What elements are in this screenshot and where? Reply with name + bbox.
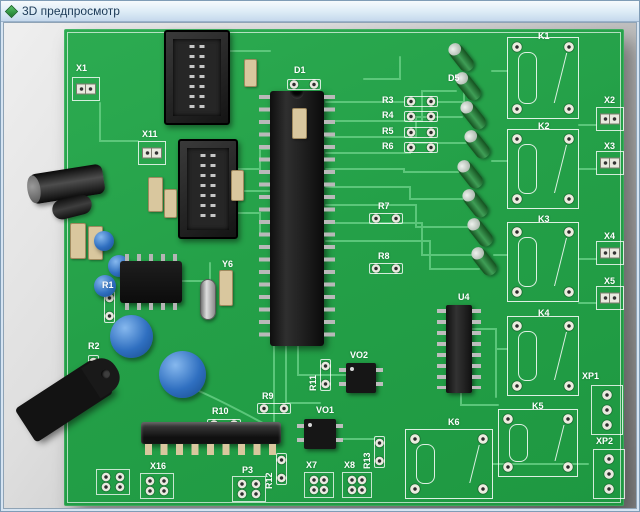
relay-footprint-k4 <box>507 316 579 396</box>
relay-footprint-k1 <box>507 37 579 119</box>
connector-footprint-x4 <box>596 241 624 265</box>
idc-header-bottom <box>178 139 238 239</box>
resistor-network-pins <box>145 444 277 455</box>
connector-footprint-x1 <box>72 77 100 101</box>
ceramic-capacitor <box>148 177 163 212</box>
connector-footprint-x5 <box>596 286 624 310</box>
pin1-dot <box>350 367 354 371</box>
resistor-footprint-r12 <box>276 453 287 485</box>
resistor-footprint-r3 <box>404 96 438 107</box>
optocoupler-vo2 <box>339 363 383 393</box>
ic-pins-right <box>324 95 335 342</box>
3d-preview-icon <box>4 4 19 18</box>
resistor-footprint-r7 <box>369 213 403 224</box>
crystal-y6 <box>200 279 216 320</box>
regulator-ic <box>120 254 182 310</box>
idc-pins <box>200 154 216 224</box>
relay-footprint-k6 <box>405 429 493 499</box>
resistor-network <box>141 422 281 455</box>
blue-capacitor <box>94 231 114 251</box>
ceramic-capacitor <box>70 223 86 259</box>
ceramic-capacitor <box>219 270 233 306</box>
connector-footprint-x2 <box>596 107 624 131</box>
connector-footprint-xp2 <box>593 449 625 499</box>
idc-header-top <box>164 30 230 125</box>
window-title: 3D предпросмотр <box>22 4 120 18</box>
relay-footprint-k2 <box>507 129 579 209</box>
ceramic-capacitor <box>231 170 244 201</box>
resistor-footprint-r8 <box>369 263 403 274</box>
connector-footprint-p3 <box>232 476 266 502</box>
resistor-footprint-r5 <box>404 127 438 138</box>
pin1-dot <box>308 423 312 427</box>
ic-pins-left <box>259 95 270 342</box>
blue-capacitor-large <box>159 351 206 398</box>
connector-footprint-x11 <box>138 141 166 165</box>
diode-footprint-d1 <box>287 79 321 90</box>
resistor-footprint-r13 <box>374 436 385 468</box>
ceramic-capacitor <box>292 108 307 139</box>
connector-footprint-xp1 <box>591 385 623 435</box>
idc-pins <box>189 44 205 111</box>
blue-capacitor-large <box>110 315 153 358</box>
ic-notch <box>290 91 304 99</box>
ceramic-capacitor <box>164 189 177 218</box>
blue-capacitor <box>94 275 116 297</box>
connector-footprint-x8 <box>342 472 372 498</box>
resistor-footprint-r4 <box>404 111 438 122</box>
connector-footprint-x7 <box>304 472 334 498</box>
connector-footprint-x3 <box>596 151 624 175</box>
pad-group-bottom-left <box>96 469 130 495</box>
ceramic-capacitor <box>244 59 257 87</box>
resistor-footprint-r6 <box>404 142 438 153</box>
resistor-footprint-r11 <box>320 359 331 391</box>
resistor-footprint-r9 <box>257 403 291 414</box>
relay-footprint-k3 <box>507 222 579 302</box>
connector-footprint-x16 <box>140 473 174 499</box>
ic-pins-left <box>437 309 446 389</box>
dip16-ic-u4 <box>437 305 481 393</box>
titlebar[interactable]: 3D предпросмотр <box>1 1 639 22</box>
optocoupler-vo1 <box>297 419 343 449</box>
relay-footprint-k5 <box>498 409 578 477</box>
ic-pins-right <box>472 309 481 389</box>
